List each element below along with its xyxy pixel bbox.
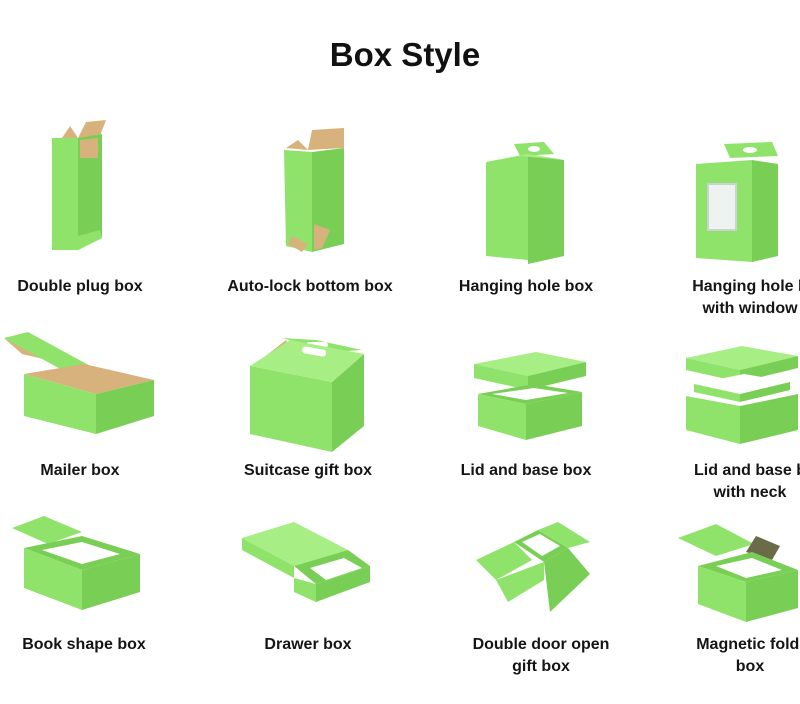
book-shape-box-icon (12, 516, 140, 610)
auto-lock-bottom-box-icon (284, 128, 344, 252)
hanging-hole-window-box-icon (696, 142, 778, 262)
drawer-box-icon (242, 522, 370, 602)
box-label: Mailer box (40, 462, 120, 479)
box-label: Magnetic foldi box (696, 636, 800, 675)
box-label: Lid and base box (460, 462, 592, 479)
box-label: Auto-lock bottom box (227, 278, 393, 295)
box-label: Double plug box (17, 278, 143, 295)
box-label: Hanging hole box (458, 278, 594, 295)
magnetic-folding-box-icon (678, 524, 798, 622)
box-label: Lid and base b with neck (693, 462, 800, 501)
double-plug-box-icon (52, 120, 106, 250)
box-label: Book shape box (22, 636, 146, 653)
box-label: Drawer box (264, 636, 352, 653)
page-title: Box Style (329, 36, 481, 73)
box-label: Suitcase gift box (243, 462, 373, 479)
lid-base-neck-box-icon (686, 346, 798, 444)
box-label: Hanging hole b with window (692, 278, 800, 317)
suitcase-gift-box-icon (250, 338, 364, 452)
mailer-box-icon (4, 332, 154, 434)
hanging-hole-box-icon (486, 142, 564, 264)
box-label: Double door open gift box (472, 636, 610, 675)
lid-and-base-box-icon (474, 352, 586, 440)
double-door-gift-box-icon (476, 522, 590, 612)
